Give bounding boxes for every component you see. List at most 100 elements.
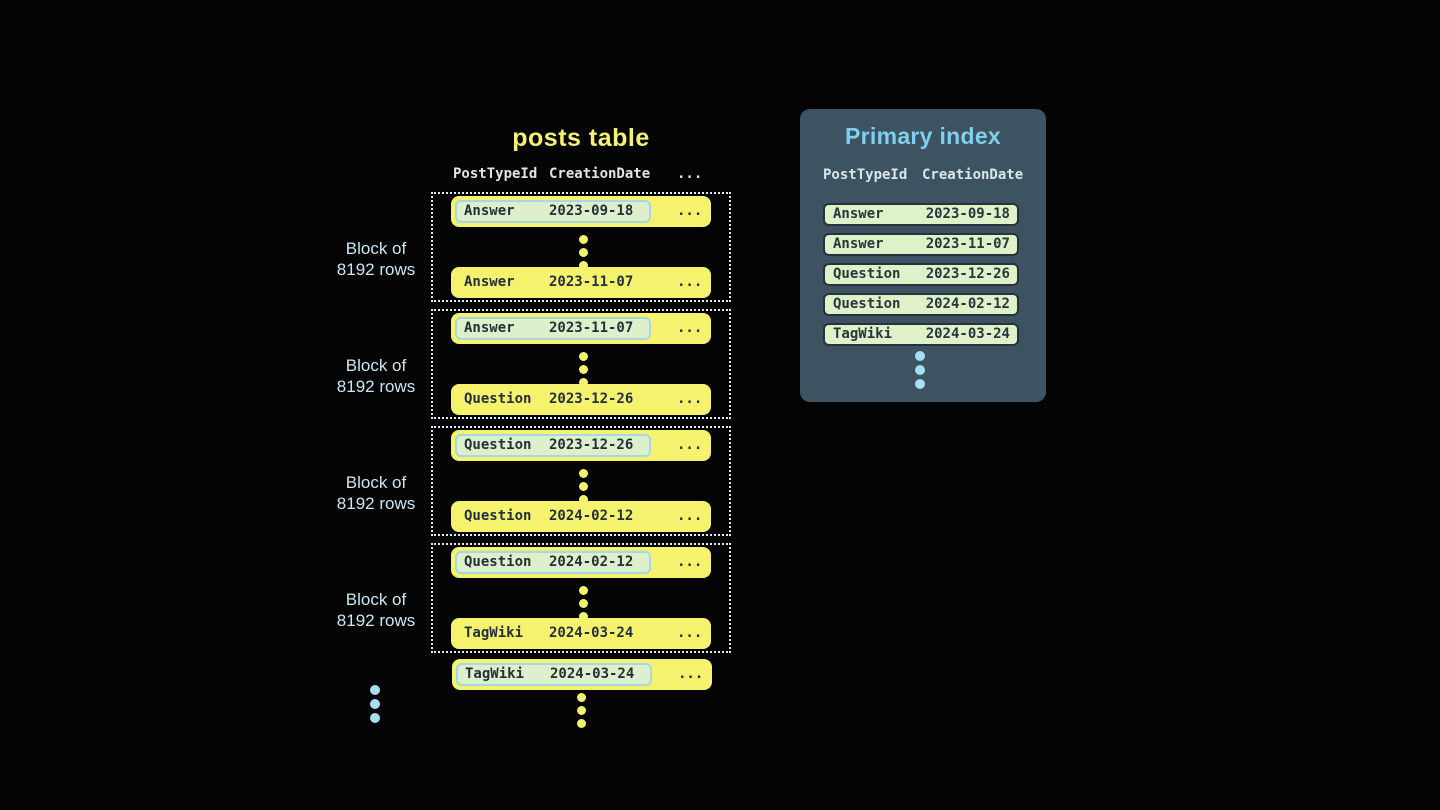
cell-ellipsis: ... — [677, 437, 703, 453]
column-header-posttypeid: PostTypeId — [823, 167, 908, 183]
cell-posttypeid: TagWiki — [464, 625, 524, 641]
block-label-line2: 8192 rows — [336, 611, 416, 630]
index-row: Question 2023-12-26 — [823, 263, 1019, 286]
cell-creationdate: 2024-02-12 — [925, 296, 1010, 312]
more-rows-dot — [577, 706, 586, 715]
index-key-highlight — [456, 663, 652, 686]
row-gap-dot — [579, 612, 588, 621]
index-key-highlight — [455, 317, 651, 340]
cell-posttypeid: Answer — [464, 203, 515, 219]
row-gap-dot — [579, 235, 588, 244]
row-block-4: Question 2024-02-12 ... TagWiki 2024-03-… — [431, 543, 731, 653]
posts-table-title: posts table — [512, 124, 650, 152]
column-header-posttypeid: PostTypeId — [453, 166, 538, 182]
more-blocks-dot — [370, 699, 380, 709]
row-gap-dot — [579, 261, 588, 270]
cell-posttypeid: Answer — [833, 236, 884, 252]
block-label-line2: 8192 rows — [336, 260, 416, 279]
row-gap-dot — [579, 586, 588, 595]
cell-creationdate: 2023-11-07 — [549, 274, 634, 290]
index-row: Answer 2023-09-18 — [823, 203, 1019, 226]
table-row: Question 2024-02-12 ... — [451, 547, 711, 578]
block-label-line1: Block of — [345, 356, 407, 375]
table-row: Question 2023-12-26 ... — [451, 430, 711, 461]
column-header-ellipsis: ... — [677, 166, 703, 182]
cell-creationdate: 2023-09-18 — [925, 206, 1010, 222]
cell-creationdate: 2024-02-12 — [549, 508, 634, 524]
table-row-trailing: TagWiki 2024-03-24 ... — [452, 659, 712, 690]
cell-creationdate: 2023-12-26 — [549, 437, 634, 453]
column-header-creationdate: CreationDate — [922, 167, 1024, 183]
row-gap-dot — [579, 482, 588, 491]
more-rows-dot — [577, 693, 586, 702]
cell-posttypeid: Question — [464, 391, 532, 407]
table-row: Question 2024-02-12 ... — [451, 501, 711, 532]
primary-index-column-headers: PostTypeId CreationDate — [800, 167, 1046, 185]
cell-ellipsis: ... — [677, 508, 703, 524]
block-label-line1: Block of — [345, 473, 407, 492]
row-block-1: Answer 2023-09-18 ... Answer 2023-11-07 … — [431, 192, 731, 302]
cell-creationdate: 2023-12-26 — [925, 266, 1010, 282]
row-gap-dot — [579, 365, 588, 374]
row-gap-dot — [579, 248, 588, 257]
row-block-2: Answer 2023-11-07 ... Question 2023-12-2… — [431, 309, 731, 419]
block-label-4: Block of 8192 rows — [306, 589, 446, 631]
cell-creationdate: 2024-02-12 — [549, 554, 634, 570]
cell-creationdate: 2023-11-07 — [925, 236, 1010, 252]
primary-index-title: Primary index — [844, 123, 1002, 149]
cell-posttypeid: Answer — [833, 206, 884, 222]
cell-ellipsis: ... — [677, 203, 703, 219]
more-index-rows-dot — [915, 379, 925, 389]
block-label-line1: Block of — [345, 239, 407, 258]
block-label-1: Block of 8192 rows — [306, 238, 446, 280]
cell-posttypeid: Question — [464, 437, 532, 453]
block-label-line2: 8192 rows — [336, 377, 416, 396]
primary-index-panel: Primary index PostTypeId CreationDate An… — [800, 109, 1046, 402]
table-row: Answer 2023-09-18 ... — [451, 196, 711, 227]
cell-posttypeid: Answer — [464, 274, 515, 290]
index-row: Answer 2023-11-07 — [823, 233, 1019, 256]
block-label-2: Block of 8192 rows — [306, 355, 446, 397]
cell-ellipsis: ... — [677, 274, 703, 290]
row-block-3: Question 2023-12-26 ... Question 2024-02… — [431, 426, 731, 536]
more-index-rows-dot — [915, 351, 925, 361]
index-key-highlight — [455, 200, 651, 223]
block-label-line2: 8192 rows — [336, 494, 416, 513]
cell-creationdate: 2024-03-24 — [925, 326, 1010, 342]
cell-creationdate: 2024-03-24 — [550, 666, 635, 682]
more-blocks-dot — [370, 713, 380, 723]
row-gap-dot — [579, 495, 588, 504]
index-row: Question 2024-02-12 — [823, 293, 1019, 316]
table-row: Answer 2023-11-07 ... — [451, 313, 711, 344]
cell-creationdate: 2024-03-24 — [549, 625, 634, 641]
cell-creationdate: 2023-12-26 — [549, 391, 634, 407]
table-row: Question 2023-12-26 ... — [451, 384, 711, 415]
index-row: TagWiki 2024-03-24 — [823, 323, 1019, 346]
cell-posttypeid: Question — [833, 266, 901, 282]
cell-ellipsis: ... — [677, 391, 703, 407]
more-index-rows-dot — [915, 365, 925, 375]
index-key-highlight — [455, 551, 651, 574]
cell-posttypeid: Question — [464, 508, 532, 524]
row-gap-dot — [579, 599, 588, 608]
table-row: Answer 2023-11-07 ... — [451, 267, 711, 298]
cell-ellipsis: ... — [677, 554, 703, 570]
cell-ellipsis: ... — [677, 625, 703, 641]
cell-ellipsis: ... — [677, 320, 703, 336]
block-label-3: Block of 8192 rows — [306, 472, 446, 514]
index-key-highlight — [455, 434, 651, 457]
cell-posttypeid: TagWiki — [465, 666, 525, 682]
row-gap-dot — [579, 352, 588, 361]
row-gap-dot — [579, 469, 588, 478]
cell-posttypeid: Question — [464, 554, 532, 570]
table-row: TagWiki 2024-03-24 ... — [451, 618, 711, 649]
more-rows-dot — [577, 719, 586, 728]
more-blocks-dot — [370, 685, 380, 695]
column-header-creationdate: CreationDate — [549, 166, 651, 182]
cell-posttypeid: TagWiki — [833, 326, 893, 342]
row-gap-dot — [579, 378, 588, 387]
cell-creationdate: 2023-11-07 — [549, 320, 634, 336]
cell-posttypeid: Question — [833, 296, 901, 312]
cell-ellipsis: ... — [678, 666, 704, 682]
